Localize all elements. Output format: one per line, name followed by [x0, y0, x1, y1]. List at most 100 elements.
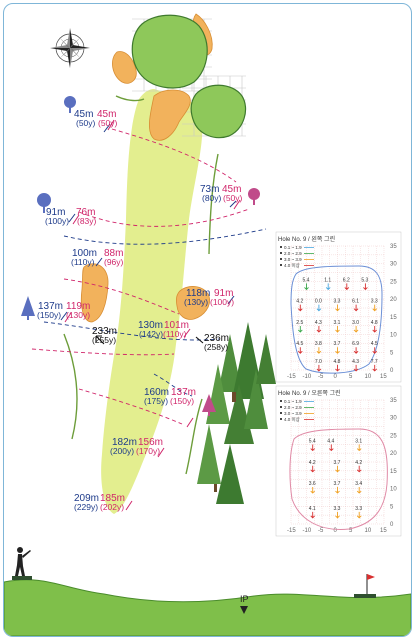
green-panel-left-title: Hole No. 9 / 왼쪽 그린 — [278, 235, 335, 243]
green-panel-left-slope-value: 5.3 — [361, 277, 368, 283]
green-panel-left-slope-value: 4.8 — [334, 359, 341, 365]
green-panel-left-slope-value: 3.8 — [315, 341, 322, 347]
distance-yard-142-blue: (142y) — [139, 329, 163, 339]
green-panel-right-legend-swatch — [280, 400, 282, 402]
golfer-icon — [15, 547, 31, 576]
green-panel-left-ytick: 5 — [390, 350, 394, 356]
green-panel-right-slope-arrow — [310, 465, 316, 473]
distance-label-185-pink: 185m — [100, 493, 125, 504]
green-panel-right-legend: 0.1 ~ 1.92.0 ~ 2.93.0 ~ 3.94.0 이상 — [280, 399, 314, 423]
green-panel-left-slope-arrow — [372, 325, 378, 333]
green-panel-right-xtick: 5 — [349, 528, 353, 534]
fairway — [101, 89, 203, 514]
green-panel-left-slope-arrow — [335, 325, 340, 333]
green-panel-left-slope-value: 7.0 — [315, 359, 322, 365]
green-panel-right-slope-value: 3.3 — [334, 506, 341, 512]
hole-map-card: 45m 45m (50y) (50y) 73m 45m (80y) (50y) … — [3, 3, 412, 637]
green-panel-left-xtick: -15 — [287, 374, 296, 380]
tree-cluster — [197, 322, 276, 504]
green-panel-right-xtick: -15 — [287, 528, 296, 534]
green-panel-left-ytick: 15 — [390, 315, 397, 321]
green-panel-left-slope-arrow — [344, 283, 350, 291]
green-panel-right-xtick: -5 — [318, 528, 324, 534]
green-panel-right-ytick: 25 — [390, 433, 397, 439]
distance-label-91-pink: 91m — [214, 288, 233, 299]
green-panel-left-slope-arrow — [297, 347, 303, 354]
green-panel-right-slope-arrow — [328, 444, 334, 452]
distance-label-118-blue: 118m — [186, 288, 210, 299]
carry-arrows — [95, 335, 204, 345]
green-panel-left-xtick: -5 — [318, 374, 324, 380]
green-panel-left-legend-swatch — [280, 258, 282, 260]
distance-yard-130-blue: (130y) — [184, 297, 208, 307]
distance-label-76-pink: 76m — [76, 207, 95, 218]
green-panel-right-legend-label: 0.1 ~ 1.9 — [284, 399, 302, 404]
distance-yard-229-blue: (229y) — [74, 502, 98, 512]
distance-yard-50-blue: (50y) — [76, 118, 96, 128]
green-panel-right-legend-label: 3.0 ~ 3.9 — [284, 411, 302, 416]
green-panel-left-slope-arrow — [372, 364, 378, 372]
green-panel-left-slope-arrow — [316, 347, 322, 354]
green-panel-left-slope-arrow — [335, 364, 340, 372]
green-panel-right-slope-arrow — [310, 444, 316, 452]
ground-strip — [4, 579, 411, 636]
carry-label-233: 233m — [92, 326, 117, 337]
green-panel-left-slope-arrow — [335, 347, 340, 354]
green-panel-right-slope-arrow — [356, 444, 362, 452]
green-panel-left-ytick: 30 — [390, 262, 397, 268]
green-panel-left-slope-value: 6.1 — [352, 299, 359, 305]
green-panel-right-slope-value: 4.2 — [309, 460, 316, 466]
green-panel-right-ytick: 0 — [390, 522, 394, 528]
green-panel-left: Hole No. 9 / 왼쪽 그린 35302520151050-15-10-… — [275, 231, 402, 383]
distance-label-156-pink: 156m — [138, 437, 163, 448]
green-panel-left-slope-value: 4.5 — [296, 341, 303, 347]
green-panel-right-ytick: 10 — [390, 487, 397, 493]
green-panel-right-slope-value: 3.7 — [334, 460, 341, 466]
greens — [131, 14, 247, 139]
green-panel-right-slope-arrow — [356, 511, 362, 519]
green-panel-left-slope-arrow — [316, 304, 322, 312]
green-panel-left-legend: 0.1 ~ 1.92.0 ~ 2.93.0 ~ 3.94.0 이상 — [280, 245, 314, 269]
green-panel-left-slope-arrow — [353, 364, 359, 372]
ip-label: IP — [240, 594, 249, 604]
green-panel-left-slope-arrow — [372, 347, 378, 354]
green-panel-left-slope-arrow — [353, 347, 359, 354]
green-panel-left-slope-value: 3.1 — [334, 320, 341, 326]
green-panel-right-slope-value: 3.6 — [309, 481, 316, 487]
carry-label-236: 236m — [204, 333, 229, 344]
green-panel-right-legend-swatch — [280, 418, 282, 420]
green-panel-left-slope-value: 7.7 — [371, 359, 378, 365]
green-panel-left-slope-arrow — [297, 325, 303, 333]
distance-yard-100-blue: (100y) — [45, 216, 69, 226]
green-panel-right-xtick: 10 — [365, 528, 372, 534]
green-panel-right-slope-arrow — [310, 487, 316, 494]
hole-map: 45m 45m (50y) (50y) 73m 45m (80y) (50y) … — [4, 13, 411, 636]
green-panel-left-slope-value: 4.3 — [315, 320, 322, 326]
green-panel-right-slope-value: 5.4 — [309, 439, 316, 445]
distance-labels: 45m 45m (50y) (50y) 73m 45m (80y) (50y) … — [37, 109, 243, 512]
green-panel-left-slope-value: 3.0 — [352, 320, 359, 326]
compass-rose-icon — [50, 28, 90, 68]
green-panel-left-slope-arrow — [353, 304, 359, 312]
flag-icon — [366, 574, 375, 594]
distance-yard-80-blue: (80y) — [202, 193, 222, 203]
green-panel-left-xtick: -10 — [303, 374, 312, 380]
distance-label-182-blue: 182m — [112, 437, 137, 448]
green-panel-left-xtick: 0 — [334, 374, 338, 380]
distance-yard-50-pink: (50y) — [98, 118, 118, 128]
distance-label-88-pink: 88m — [104, 248, 123, 259]
carry-yard-258: (258y) — [204, 342, 228, 352]
green-panel-left-legend-swatch — [280, 252, 282, 254]
green-panel-left-slope-arrow — [297, 304, 303, 312]
distance-label-45-pink: 45m — [97, 109, 116, 120]
green-panel-left-slope-arrow — [304, 283, 309, 291]
green-panel-left-xtick: 15 — [380, 374, 387, 380]
green-panel-left-slope-arrow — [372, 304, 378, 312]
ip-marker-icon — [240, 606, 248, 614]
green-panel-right-slope-arrow — [335, 487, 340, 494]
green-panel-right-slope-value: 3.7 — [334, 481, 341, 487]
green-panel-right-slope-value: 4.1 — [309, 506, 316, 512]
distance-label-137-pink: 137m — [171, 387, 196, 398]
green-panel-right-xtick: 0 — [334, 528, 338, 534]
distance-label-91-blue: 91m — [46, 207, 65, 218]
